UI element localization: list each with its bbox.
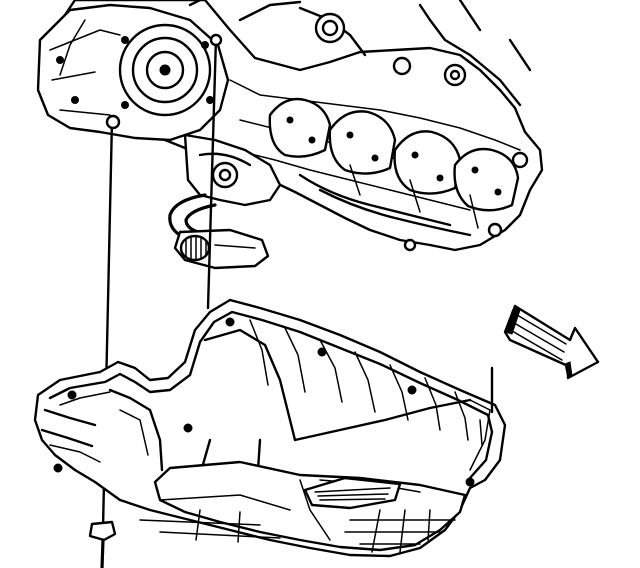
oil-pump-pickup [168, 133, 282, 270]
front-direction-arrow-icon [503, 304, 600, 380]
oil-pan [33, 298, 507, 558]
transmission-bellhousing [36, 0, 230, 142]
oil-pan-bolt [88, 520, 117, 568]
